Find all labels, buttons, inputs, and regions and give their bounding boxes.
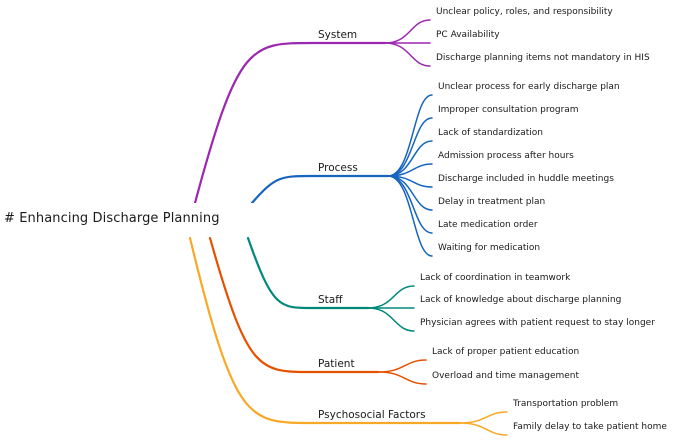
leaf-process-0[interactable]: Unclear process for early discharge plan (438, 82, 620, 92)
connector-process-1 (387, 117, 433, 177)
leaf-process-5[interactable]: Delay in treatment plan (438, 197, 546, 207)
branch-system[interactable]: System (318, 29, 358, 41)
leaf-staff-2[interactable]: Physician agrees with patient request to… (420, 318, 655, 328)
connector-root-process (250, 174, 314, 205)
root-node[interactable] (0, 203, 254, 237)
leaf-process-7[interactable]: Waiting for medication (438, 243, 541, 253)
connector-process-0 (387, 94, 433, 177)
connector-patient-1 (377, 371, 427, 385)
connector-patient-0 (377, 359, 427, 373)
branch-patient[interactable]: Patient (318, 358, 355, 370)
connector-psychosocial-0 (459, 411, 508, 424)
leaf-process-3[interactable]: Admission process after hours (438, 151, 574, 161)
leaf-staff-1[interactable]: Lack of knowledge about discharge planni… (420, 295, 622, 305)
connector-root-psychosocial (188, 236, 314, 425)
leaf-patient-1[interactable]: Overload and time management (432, 371, 580, 381)
connector-root-system (193, 41, 314, 205)
leaf-process-6[interactable]: Late medication order (438, 220, 538, 230)
leaf-process-1[interactable]: Improper consultation program (438, 105, 579, 115)
leaf-patient-0[interactable]: Lack of proper patient education (432, 347, 580, 357)
connector-root-patient (208, 236, 314, 374)
leaf-system-1[interactable]: PC Availability (436, 30, 500, 40)
connector-system-2 (384, 42, 431, 67)
connector-staff-2 (367, 307, 415, 332)
leaf-psychosocial-1[interactable]: Family delay to take patient home (513, 422, 667, 432)
leaf-system-2[interactable]: Discharge planning items not mandatory i… (436, 53, 650, 63)
connector-psychosocial-1 (459, 422, 508, 436)
leaf-process-4[interactable]: Discharge included in huddle meetings (438, 174, 614, 184)
connector-process-6 (387, 175, 433, 234)
branch-psychosocial[interactable]: Psychosocial Factors (318, 409, 426, 421)
leaf-process-2[interactable]: Lack of standardization (438, 128, 543, 138)
branch-process[interactable]: Process (318, 162, 358, 174)
connector-root-staff (246, 236, 314, 310)
leaf-psychosocial-0[interactable]: Transportation problem (513, 399, 619, 409)
connector-staff-0 (367, 285, 415, 309)
leaf-staff-0[interactable]: Lack of coordination in teamwork (420, 273, 571, 283)
root-label: # Enhancing Discharge Planning (4, 211, 220, 226)
connector-system-0 (384, 19, 431, 44)
connector-process-7 (387, 175, 433, 257)
leaf-system-0[interactable]: Unclear policy, roles, and responsibilit… (436, 7, 613, 17)
branch-staff[interactable]: Staff (318, 294, 343, 306)
